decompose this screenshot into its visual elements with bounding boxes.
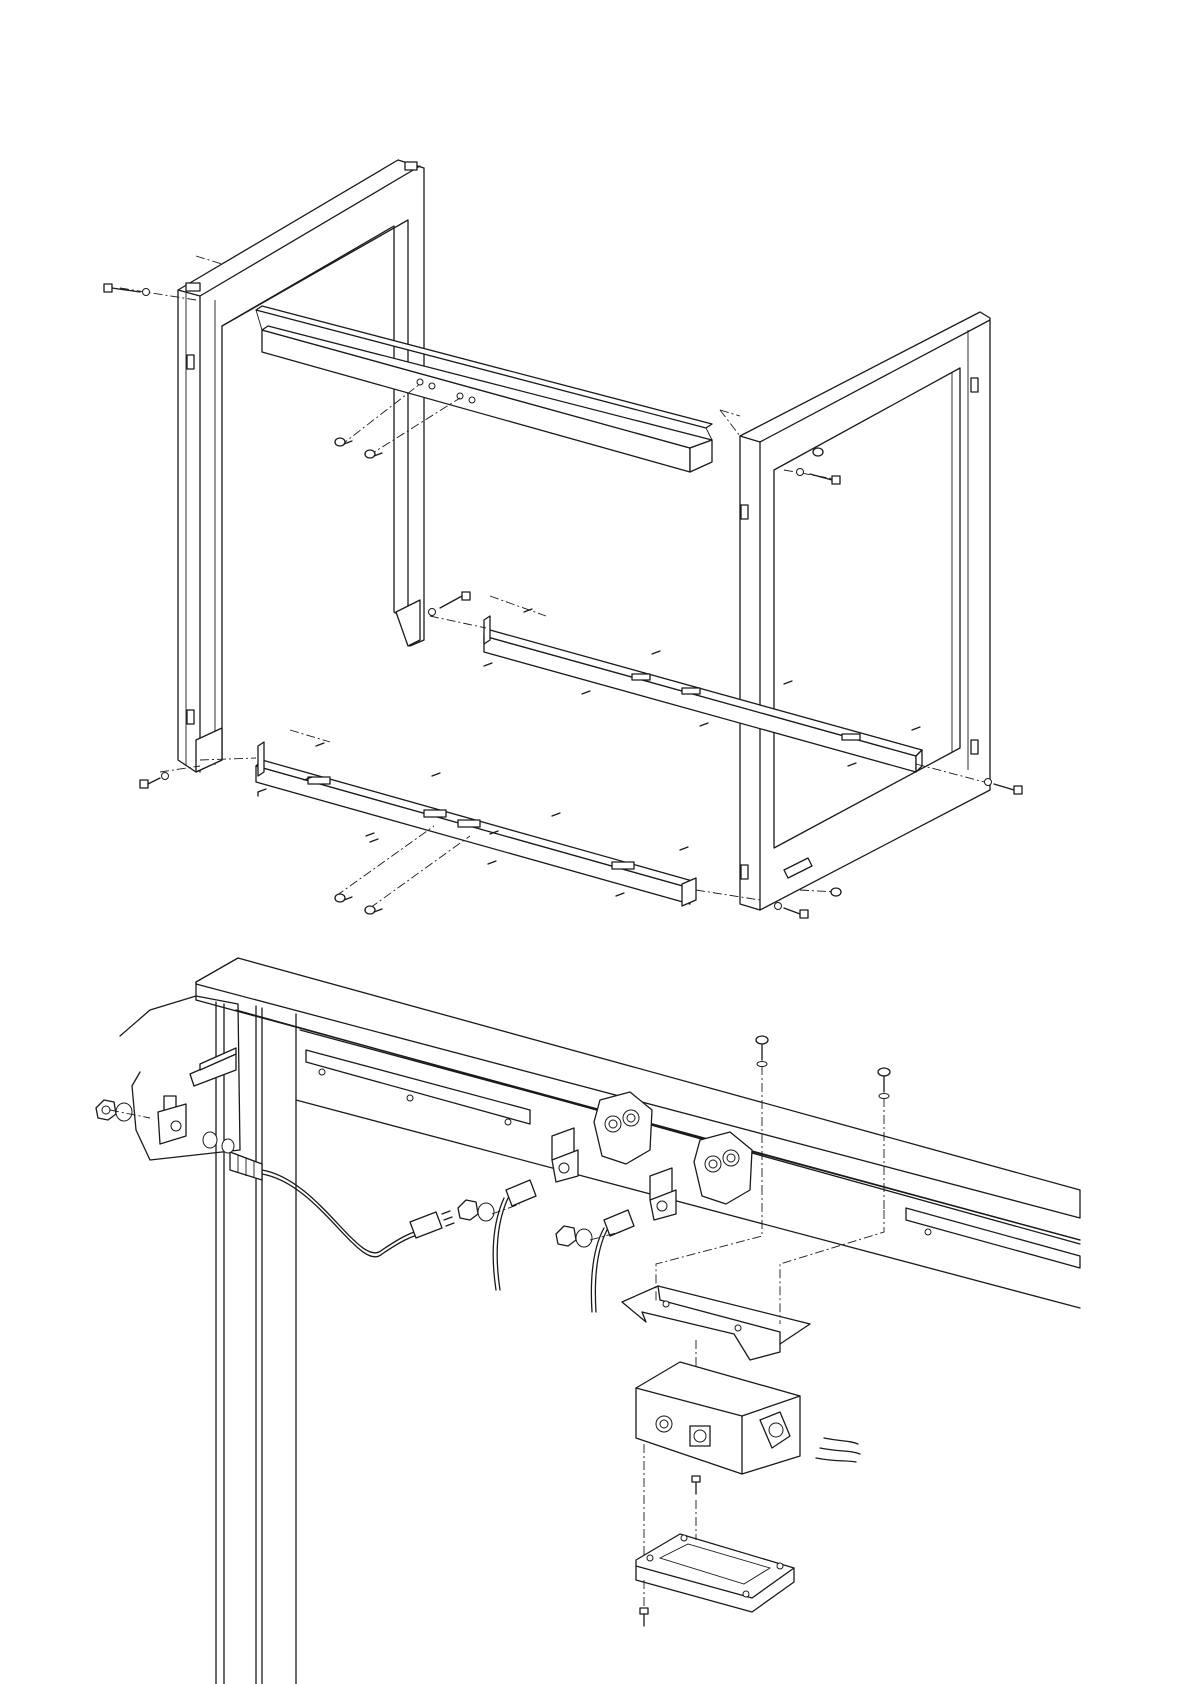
carriage-bolt-1 (335, 438, 352, 446)
top-carriage-bolt-1 (756, 1036, 768, 1067)
bolt-mid-left (429, 592, 471, 616)
carriage-bolt-4 (365, 906, 382, 914)
bolt-bottom-left (140, 773, 169, 789)
top-carriage-bolt-2 (878, 1068, 890, 1099)
carriage-bolt-6 (813, 448, 823, 456)
stand-frame-exploded-view (104, 160, 1022, 918)
jack-bracket-1 (552, 1092, 652, 1182)
carriage-bolt-3 (335, 894, 352, 902)
bolt-front-right (775, 903, 809, 919)
right-side-frame (740, 312, 990, 910)
side-board (120, 996, 1080, 1684)
mounting-plate (622, 1286, 810, 1360)
base-frame (636, 1534, 794, 1612)
front-lower-rail (256, 742, 696, 906)
left-side-frame (178, 160, 424, 772)
junction-box (636, 1362, 800, 1474)
carriage-bolt-5 (831, 888, 841, 896)
top-cross-beam (256, 306, 712, 472)
bolt-top-left (104, 284, 150, 296)
junction-box-exploded-view (96, 958, 1080, 1684)
carriage-bolt-2 (365, 450, 382, 458)
